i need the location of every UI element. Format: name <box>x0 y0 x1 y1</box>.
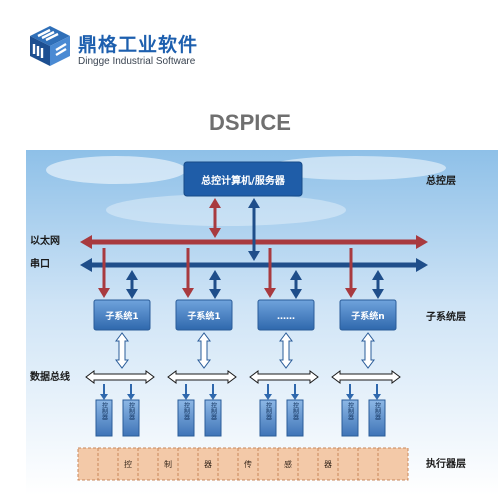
controller-box: 控制器 <box>204 399 222 437</box>
executor-char: 器 <box>324 460 332 469</box>
svg-text:控制器: 控制器 <box>292 401 299 421</box>
executor-char: 控 <box>124 459 132 469</box>
svg-text:控制器: 控制器 <box>265 401 272 421</box>
executor-strip: 控 制 器 传 感 器 <box>77 447 409 481</box>
server-label: 总控计算机/服务器 <box>201 174 286 187</box>
subsystem-box: 子系统1 <box>175 299 233 331</box>
svg-text:控制器: 控制器 <box>210 401 217 421</box>
subsystem-label: 子系统n <box>351 310 384 322</box>
subsystem-box: 子系统1 <box>93 299 151 331</box>
controller-box: 控制器 <box>259 399 277 437</box>
subsystem-databus-links <box>115 332 375 369</box>
layer-subsystem-label: 子系统层 <box>426 310 466 323</box>
svg-text:控制器: 控制器 <box>374 401 381 421</box>
svg-text:控制器: 控制器 <box>347 401 354 421</box>
subsystem-label: 子系统1 <box>187 310 220 322</box>
data-bus-label: 数据总线 <box>30 370 70 383</box>
controller-links <box>100 384 381 400</box>
subsystem-label: …… <box>277 312 295 322</box>
product-title: DSPICE <box>209 110 291 135</box>
server-serial-link <box>248 198 260 261</box>
layer-executor-label: 执行器层 <box>426 457 466 470</box>
executor-char: 制 <box>164 459 172 469</box>
controller-box: 控制器 <box>177 399 195 437</box>
controller-box: 控制器 <box>95 399 113 437</box>
svg-text:控制器: 控制器 <box>128 401 135 421</box>
ethernet-label: 以太网 <box>30 234 60 247</box>
brand-name-en: Dingge Industrial Software <box>78 56 196 67</box>
serial-label: 串口 <box>30 257 50 270</box>
svg-text:控制器: 控制器 <box>101 401 108 421</box>
subsystem-box: 子系统n <box>339 299 397 331</box>
server-box <box>183 161 303 197</box>
dingge-logo-icon <box>28 24 72 72</box>
serial-bus <box>80 258 428 272</box>
controller-box: 控制器 <box>341 399 359 437</box>
executor-char: 感 <box>284 459 292 469</box>
controller-box: 控制器 <box>368 399 386 437</box>
executor-char: 器 <box>204 460 212 469</box>
svg-text:控制器: 控制器 <box>183 401 190 421</box>
controller-box: 控制器 <box>122 399 140 437</box>
layer-control-label: 总控层 <box>426 174 456 187</box>
subsystem-bus-links <box>98 248 384 299</box>
server-ethernet-link <box>209 198 221 238</box>
brand-name-cn: 鼎格工业软件 <box>78 34 199 56</box>
architecture-diagram: 总控计算机/服务器 总控层 子系统层 执行器层 以太网 串口 数据总线 <box>26 150 498 495</box>
data-bus <box>85 370 401 384</box>
subsystem-label: 子系统1 <box>105 310 138 322</box>
controller-box: 控制器 <box>286 399 304 437</box>
subsystem-box: …… <box>257 299 315 331</box>
executor-char: 传 <box>244 459 252 469</box>
